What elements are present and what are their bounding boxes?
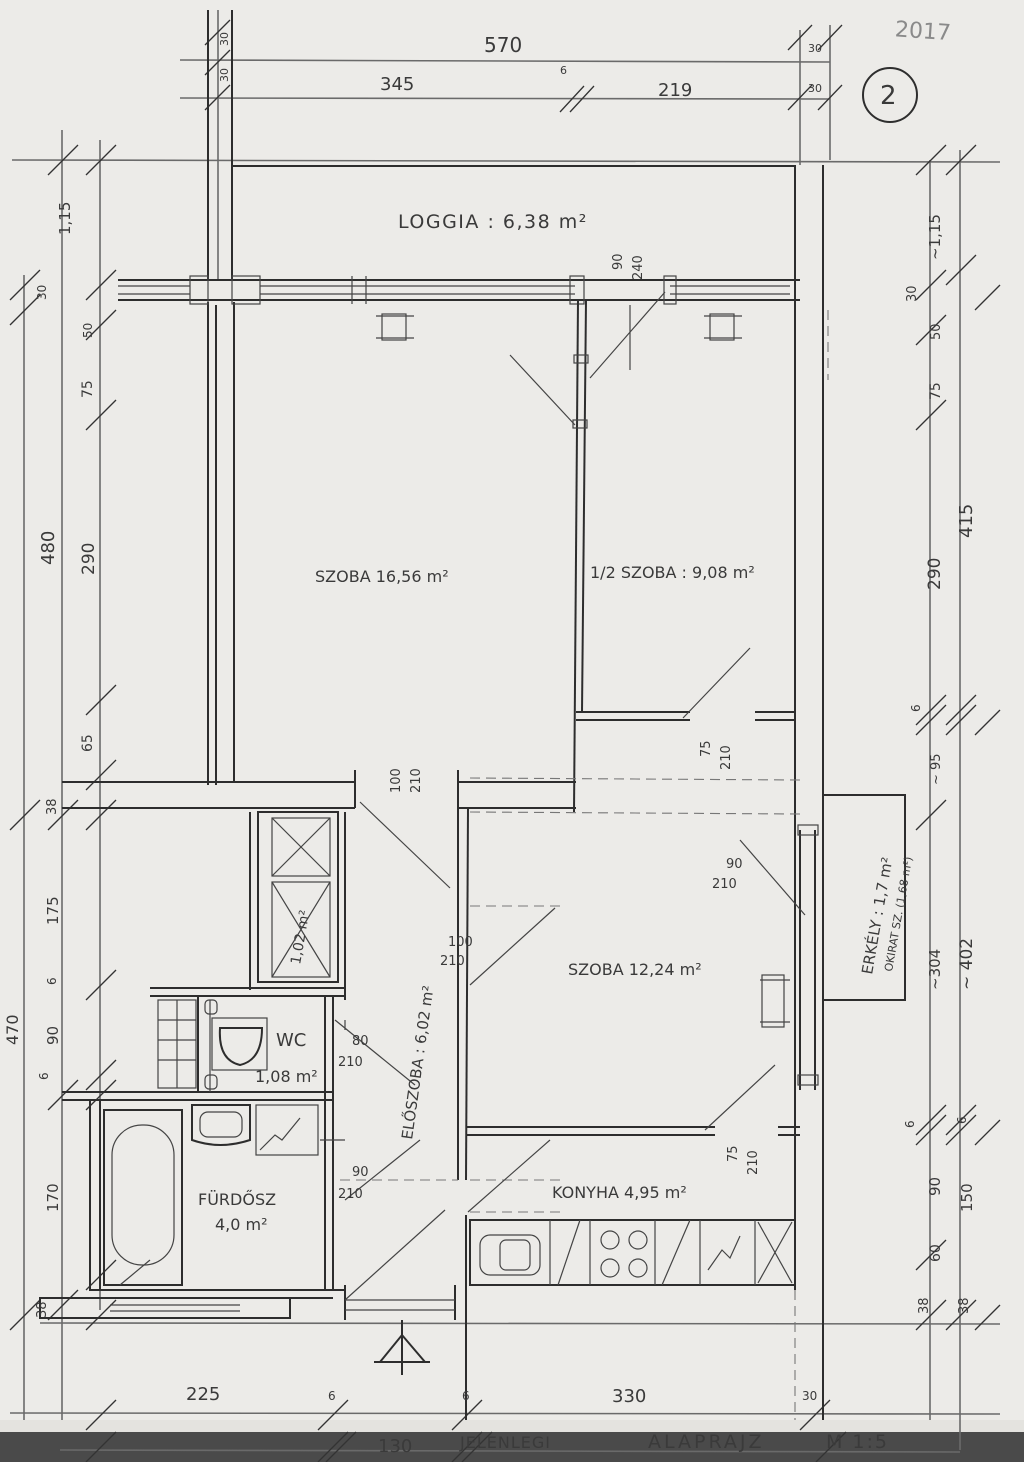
door-3-height: 240 xyxy=(631,255,646,280)
dim-right-115: ~1,15 xyxy=(926,214,944,260)
footer-title-left: JELENLEGI xyxy=(459,1433,551,1452)
door-1-width: 100 xyxy=(389,768,404,793)
door-1-height: 210 xyxy=(409,768,424,793)
door-7-height: 210 xyxy=(746,1150,761,1175)
dim-top-mid: 6 xyxy=(560,64,567,77)
dim-right-95: ~ 95 xyxy=(929,753,944,785)
dim-top-left-b: 30 xyxy=(218,68,231,82)
dim-right-60: 60 xyxy=(928,1244,944,1262)
dim-right-90: 90 xyxy=(926,1177,944,1196)
dim-right-50: 50 xyxy=(929,323,944,340)
dim-right-38b: 38 xyxy=(957,1297,972,1314)
dim-left-38b: 38 xyxy=(35,1301,50,1318)
dim-top-left-a: 30 xyxy=(218,32,231,46)
dim-bottom-6a: 6 xyxy=(328,1389,336,1403)
door-5-height: 210 xyxy=(338,1055,363,1070)
dimension-frame xyxy=(9,10,1001,1453)
door-6-height: 210 xyxy=(338,1187,363,1202)
sheet-number: 2 xyxy=(880,81,897,111)
dim-top-right-b: 30 xyxy=(808,82,822,95)
dim-left-480: 480 xyxy=(38,531,59,565)
door-swings xyxy=(209,291,806,1301)
door-6-width: 90 xyxy=(352,1165,369,1180)
room-label-half-szoba: 1/2 SZOBA : 9,08 m² xyxy=(590,563,755,582)
dim-bottom-6b: 6 xyxy=(462,1389,470,1403)
door-8-height: 210 xyxy=(712,877,737,892)
footer-title-right: ALAPRAJZ xyxy=(648,1431,765,1453)
dashed-guides xyxy=(340,310,829,1420)
walls xyxy=(39,10,906,1420)
dim-right-402: ~ 402 xyxy=(957,938,977,990)
footer-scale: M 1:5 xyxy=(826,1431,889,1453)
dim-left-175: 175 xyxy=(44,896,62,925)
door-4-width: 100 xyxy=(448,935,473,950)
door-3-width: 90 xyxy=(611,253,626,270)
dim-right-6b: 6 xyxy=(903,1120,917,1128)
door-5-width: 80 xyxy=(352,1034,369,1049)
year-label: 2017 xyxy=(894,17,952,46)
dim-bottom-30: 30 xyxy=(802,1389,817,1403)
dim-right-304: ~304 xyxy=(926,949,944,990)
dim-right-415: 415 xyxy=(956,504,977,538)
door-7-width: 75 xyxy=(726,1145,741,1162)
dim-right-30: 30 xyxy=(905,285,920,302)
bottom-dark-edge xyxy=(0,1430,1024,1462)
dim-left-75: 75 xyxy=(80,380,96,398)
dim-right-150: 150 xyxy=(958,1183,976,1212)
dim-left-6a: 6 xyxy=(45,977,59,985)
dim-top-right: 219 xyxy=(658,80,692,101)
dim-top-right-a: 30 xyxy=(808,42,822,55)
room-label-furdo: FÜRDŐSZ xyxy=(198,1189,276,1209)
dim-bottom-130: 130 xyxy=(378,1436,412,1457)
door-4-height: 210 xyxy=(440,954,465,969)
room-label-wc-area: 1,08 m² xyxy=(255,1067,318,1086)
dim-left-30: 30 xyxy=(35,285,49,300)
room-label-szoba-1: SZOBA 16,56 m² xyxy=(315,567,449,586)
door-8-width: 90 xyxy=(726,857,743,872)
room-label-loggia: LOGGIA : 6,38 m² xyxy=(398,211,588,233)
dim-left-470: 470 xyxy=(3,1014,22,1045)
dim-left-170: 170 xyxy=(44,1183,62,1212)
dim-left-90: 90 xyxy=(44,1026,62,1045)
dim-left-50: 50 xyxy=(81,323,95,338)
room-label-szoba-2: SZOBA 12,24 m² xyxy=(568,960,702,979)
dim-top-total: 570 xyxy=(484,33,522,57)
dim-right-6c: 6 xyxy=(955,1116,969,1124)
room-label-konyha: KONYHA 4,95 m² xyxy=(552,1183,687,1202)
dim-right-75: 75 xyxy=(928,382,944,400)
sheet-number-circle xyxy=(862,67,918,123)
dim-left-115: 1,15 xyxy=(56,202,74,235)
dim-right-6a: 6 xyxy=(909,704,923,712)
dim-right-290: 290 xyxy=(925,558,945,590)
dim-bottom-225: 225 xyxy=(186,1384,220,1405)
dim-left-6b: 6 xyxy=(37,1072,51,1080)
room-label-furdo-area: 4,0 m² xyxy=(215,1215,268,1234)
door-2-width: 75 xyxy=(699,740,714,757)
dim-left-290: 290 xyxy=(79,543,99,575)
dim-right-38a: 38 xyxy=(917,1297,932,1314)
room-label-wc: WC xyxy=(276,1030,306,1051)
dim-left-65: 65 xyxy=(80,734,96,752)
dim-bottom-330: 330 xyxy=(612,1386,646,1407)
dim-left-38a: 38 xyxy=(45,798,60,815)
dim-top-left: 345 xyxy=(380,74,414,95)
door-2-height: 210 xyxy=(719,745,734,770)
